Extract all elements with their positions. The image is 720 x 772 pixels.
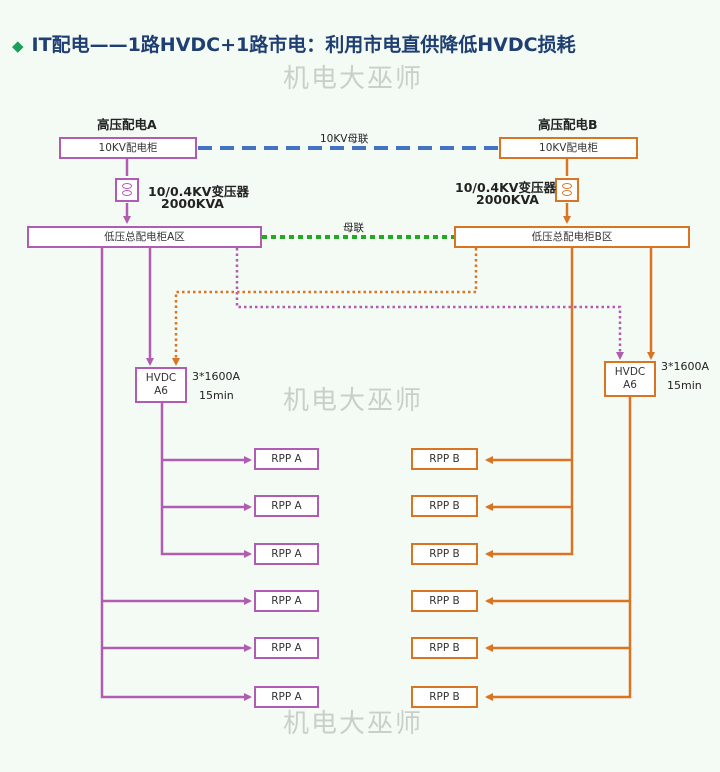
rpp-b-5: RPP B <box>411 637 478 659</box>
cabinet-10kv-a: 10KV配电柜 <box>59 137 197 159</box>
transformer-a-kva: 2000KVA <box>161 196 224 211</box>
rpp-a-4: RPP A <box>254 590 319 612</box>
rpp-a-5: RPP A <box>254 637 319 659</box>
rpp-a-6: RPP A <box>254 686 319 708</box>
page-title: ◆ IT配电——1路HVDC+1路市电：利用市电直供降低HVDC损耗 <box>12 30 576 57</box>
hv-distribution-a-header: 高压配电A <box>97 117 157 132</box>
hvdc-b-box: HVDC A6 <box>604 361 656 397</box>
hvdc-a-box: HVDC A6 <box>135 367 187 403</box>
watermark: 机电大巫师 <box>283 709 424 739</box>
lv-cabinet-b: 低压总配电柜B区 <box>454 226 690 248</box>
rpp-b-6: RPP B <box>411 686 478 708</box>
rpp-b-1: RPP B <box>411 448 478 470</box>
watermark: 机电大巫师 <box>283 64 424 94</box>
hvdc-b-backup: 15min <box>667 379 702 392</box>
transformer-b-kva: 2000KVA <box>476 192 539 207</box>
diamond-bullet-icon: ◆ <box>12 37 24 55</box>
hv-distribution-b-header: 高压配电B <box>538 117 598 132</box>
transformer-a-label: 10/0.4KV变压器 <box>148 184 249 199</box>
lv-cabinet-a: 低压总配电柜A区 <box>27 226 262 248</box>
transformer-b-label: 10/0.4KV变压器 <box>455 180 556 195</box>
hvdc-a-rating: 3*1600A <box>192 370 241 383</box>
rpp-b-3: RPP B <box>411 543 478 565</box>
rpp-a-1: RPP A <box>254 448 319 470</box>
page-title-text: IT配电——1路HVDC+1路市电：利用市电直供降低HVDC损耗 <box>31 34 576 56</box>
rpp-b-2: RPP B <box>411 495 478 517</box>
hvdc-b-rating: 3*1600A <box>661 360 710 373</box>
transformer-icon <box>555 178 579 202</box>
rpp-a-2: RPP A <box>254 495 319 517</box>
watermark: 机电大巫师 <box>283 386 424 416</box>
tie-low-label: 母联 <box>343 222 364 234</box>
transformer-icon <box>115 178 139 202</box>
hvdc-a-backup: 15min <box>199 389 234 402</box>
cabinet-10kv-b: 10KV配电柜 <box>499 137 638 159</box>
rpp-b-4: RPP B <box>411 590 478 612</box>
rpp-a-3: RPP A <box>254 543 319 565</box>
tie-10kv-label: 10KV母联 <box>320 133 369 145</box>
